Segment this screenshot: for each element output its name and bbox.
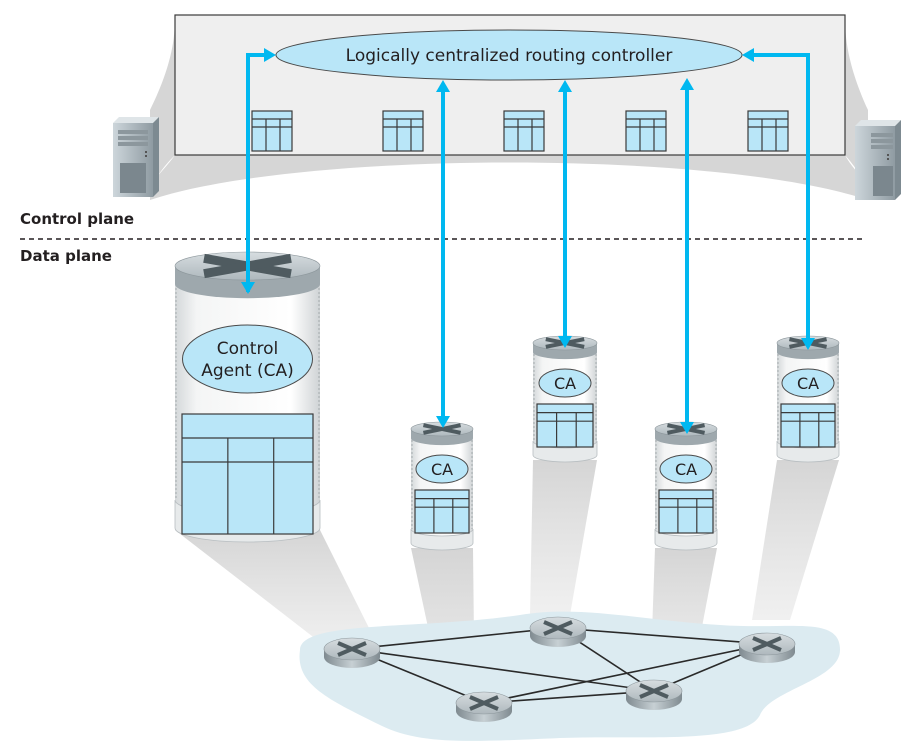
arrowhead <box>680 78 694 90</box>
control-agent-ellipse[interactable]: CA <box>781 368 835 398</box>
network-link <box>483 690 655 704</box>
network-link <box>351 627 559 650</box>
switch-flow-table <box>780 403 836 448</box>
control-agent-label: CA <box>554 374 576 393</box>
control-agent-label-line1: Control <box>217 339 278 359</box>
controller-label: Logically centralized routing controller <box>346 46 673 66</box>
switch-flow-table <box>536 403 594 448</box>
network-router[interactable] <box>455 691 513 722</box>
network-link <box>483 643 768 704</box>
control-agent-label: CA <box>797 374 819 393</box>
arrow-controller-switch-1 <box>436 80 450 428</box>
controller-flow-table <box>382 110 424 152</box>
arrowhead <box>680 422 694 434</box>
control-agent-ellipse[interactable]: CA <box>538 368 592 398</box>
arrowhead <box>558 80 572 92</box>
network-routers <box>323 616 796 722</box>
network-link <box>557 627 768 645</box>
control-plane-label: Control plane <box>20 210 135 228</box>
arrowhead <box>436 416 450 428</box>
beam-large <box>175 530 380 650</box>
control-agent-ellipse[interactable]: CA <box>659 454 713 484</box>
router-x-icon <box>422 423 462 435</box>
data-plane-label: Data plane <box>20 247 112 265</box>
control-arrows <box>241 48 815 434</box>
arrowhead <box>742 48 754 62</box>
switch-flow-table <box>658 489 714 534</box>
control-agent-label-line2: Agent (CA) <box>201 361 294 381</box>
controller-flow-tables <box>251 110 789 152</box>
network-router[interactable] <box>625 679 683 710</box>
switch-flow-table <box>181 413 314 535</box>
router-x-icon <box>543 620 573 636</box>
router-x-icon <box>469 695 499 711</box>
arrow-controller-switch-4 <box>742 48 815 350</box>
switch-4[interactable]: CA <box>776 335 840 463</box>
controller-flow-table <box>503 110 545 152</box>
router-x-icon <box>752 636 782 652</box>
arrowhead <box>241 282 255 294</box>
switch-1[interactable]: CA <box>410 421 474 551</box>
control-agent-label: CA <box>431 460 453 479</box>
switch-flow-table <box>414 489 470 534</box>
beam-sw4 <box>752 460 839 620</box>
controller-flow-table <box>625 110 667 152</box>
network-cloud[interactable] <box>299 611 840 741</box>
control-agent-label: CA <box>675 460 697 479</box>
control-agent-ellipse[interactable]: CA <box>415 454 469 484</box>
switch-2[interactable]: CA <box>532 335 598 463</box>
controller-flow-table <box>251 110 293 152</box>
arrowhead <box>801 338 815 350</box>
network-router[interactable] <box>323 637 381 668</box>
arrow-controller-switch-2 <box>558 80 572 348</box>
server-icon-right <box>855 120 901 200</box>
arrowhead <box>558 336 572 348</box>
switch-3[interactable]: CA <box>654 421 718 551</box>
beam-sw2 <box>530 460 597 615</box>
arrowhead <box>436 80 450 92</box>
arrowhead <box>264 48 276 62</box>
arrow-controller-large-switch <box>241 48 276 294</box>
router-x-icon <box>337 641 367 657</box>
panel-bottom-swoosh <box>150 155 868 200</box>
network-router[interactable] <box>738 632 796 663</box>
server-icon-left <box>113 117 159 197</box>
network-router[interactable] <box>529 616 587 647</box>
network-link <box>351 648 655 692</box>
controller-flow-table <box>747 110 789 152</box>
arrow-controller-switch-3 <box>680 78 694 434</box>
router-x-icon <box>639 683 669 699</box>
